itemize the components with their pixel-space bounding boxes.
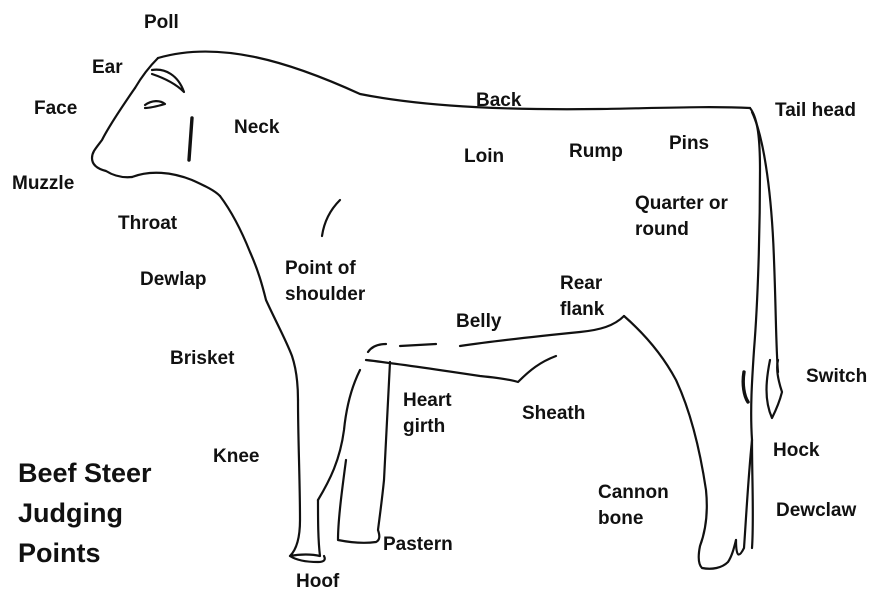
title-line-2: Judging xyxy=(18,493,152,533)
label-hock: Hock xyxy=(773,438,819,464)
quarter-line-1: Quarter or xyxy=(635,191,728,217)
label-rump: Rump xyxy=(569,139,623,165)
label-ear: Ear xyxy=(92,55,123,81)
label-knee: Knee xyxy=(213,444,259,470)
heart-girth-line-1: Heart xyxy=(403,388,452,414)
cannon-bone-line-1: Cannon xyxy=(598,480,669,506)
label-cannon-bone: Cannon bone xyxy=(598,480,669,532)
point-of-shoulder-line-1: Point of xyxy=(285,256,365,282)
label-poll: Poll xyxy=(144,10,179,36)
rear-flank-line-2: flank xyxy=(560,297,604,323)
label-belly: Belly xyxy=(456,309,501,335)
quarter-line-2: round xyxy=(635,217,728,243)
heart-girth-line-2: girth xyxy=(403,414,452,440)
label-face: Face xyxy=(34,96,77,122)
label-brisket: Brisket xyxy=(170,346,234,372)
label-dewclaw: Dewclaw xyxy=(776,498,856,524)
label-muzzle: Muzzle xyxy=(12,171,74,197)
label-point-of-shoulder: Point of shoulder xyxy=(285,256,365,308)
label-neck: Neck xyxy=(234,115,279,141)
title-line-1: Beef Steer xyxy=(18,453,152,493)
label-throat: Throat xyxy=(118,211,177,237)
label-quarter-or-round: Quarter or round xyxy=(635,191,728,243)
label-sheath: Sheath xyxy=(522,401,585,427)
title-line-3: Points xyxy=(18,533,152,573)
label-loin: Loin xyxy=(464,144,504,170)
label-heart-girth: Heart girth xyxy=(403,388,452,440)
label-pins: Pins xyxy=(669,131,709,157)
point-of-shoulder-line-2: shoulder xyxy=(285,282,365,308)
label-pastern: Pastern xyxy=(383,532,453,558)
diagram-title: Beef Steer Judging Points xyxy=(18,453,152,573)
label-tail-head: Tail head xyxy=(775,98,856,124)
label-rear-flank: Rear flank xyxy=(560,271,604,323)
label-back: Back xyxy=(476,88,521,114)
rear-flank-line-1: Rear xyxy=(560,271,604,297)
cannon-bone-line-2: bone xyxy=(598,506,669,532)
label-dewlap: Dewlap xyxy=(140,267,207,293)
label-switch: Switch xyxy=(806,364,867,390)
label-hoof: Hoof xyxy=(296,569,339,593)
